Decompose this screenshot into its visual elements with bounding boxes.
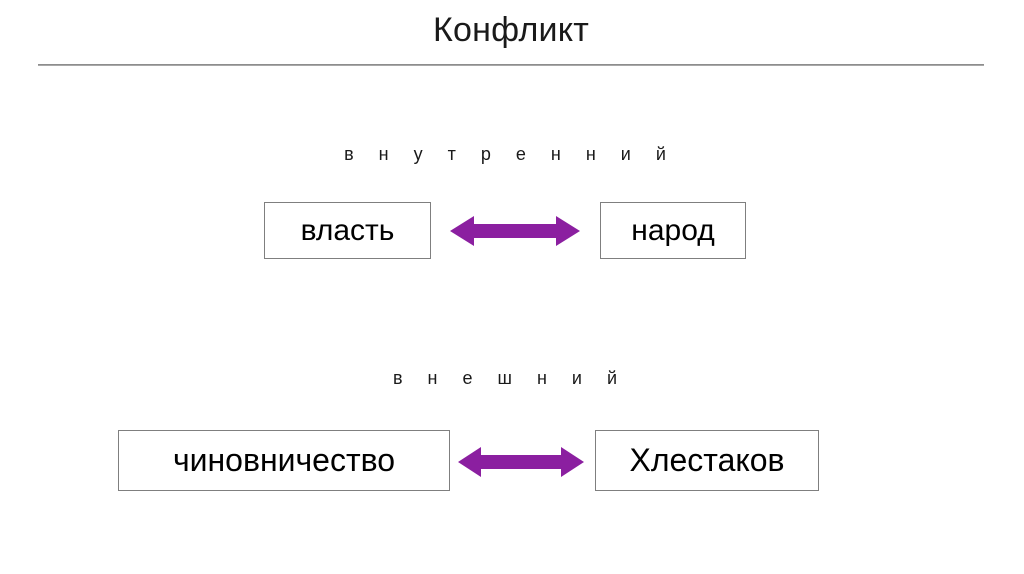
concept-box-hlestakov: Хлестаков	[595, 430, 819, 491]
section-caption-internal: в н у т р е н н и й	[344, 144, 676, 164]
double-headed-arrow-icon-internal	[450, 212, 580, 250]
concept-box-narod: народ	[600, 202, 746, 259]
concept-box-chinovnichestvo: чиновничество	[118, 430, 450, 491]
section-caption-external: в н е ш н и й	[392, 368, 627, 388]
double-headed-arrow-icon-external	[458, 443, 584, 481]
page-title: Конфликт	[433, 11, 589, 49]
concept-box-vlast: власть	[264, 202, 431, 259]
title-divider	[38, 64, 984, 66]
